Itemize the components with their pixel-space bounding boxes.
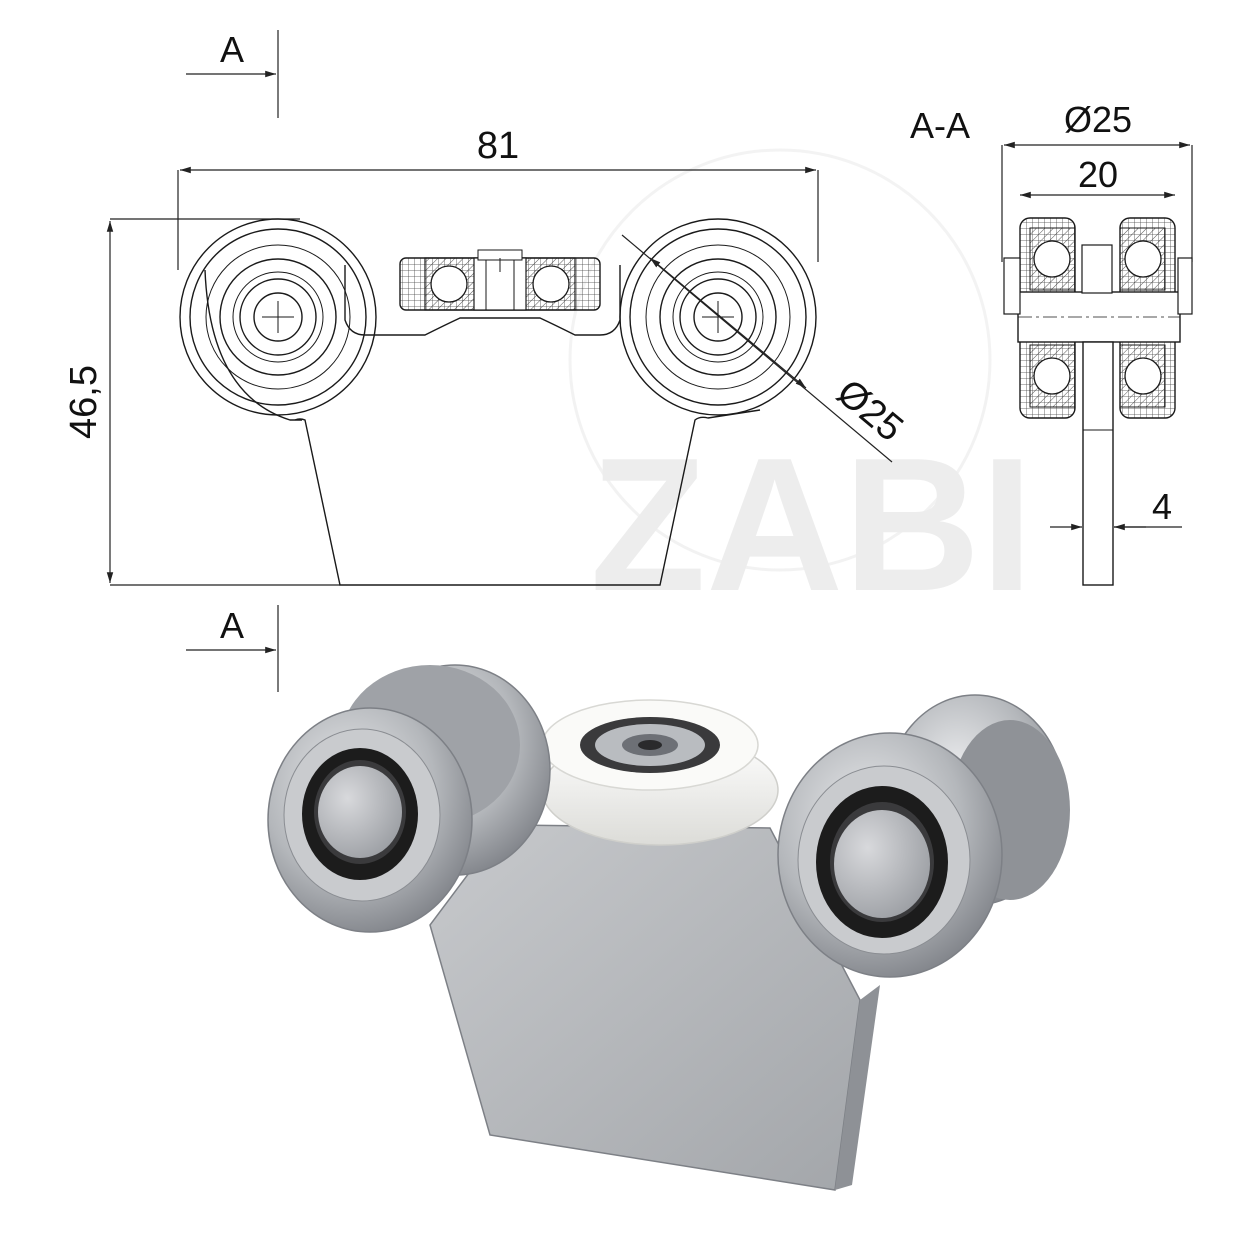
- dimension-height-label: 46,5: [63, 365, 105, 439]
- section-marker-top: A: [186, 29, 279, 118]
- dimension-width: 81: [177, 125, 819, 270]
- left-wheel-front: [179, 218, 377, 416]
- dimension-thickness-label: 4: [1152, 486, 1172, 527]
- dimension-section-diameter-label: Ø25: [1064, 99, 1132, 140]
- right-wheel-render: [777, 694, 1070, 978]
- left-wheel-render: [267, 664, 551, 933]
- dimension-width-label: 81: [477, 125, 519, 167]
- section-marker-bottom: A: [186, 605, 279, 692]
- guide-roller-section: [399, 249, 601, 311]
- watermark-text: ZABI: [590, 419, 1033, 631]
- watermark: ZABI: [568, 148, 1033, 631]
- section-view-label: A-A: [910, 105, 970, 146]
- section-view: A-A Ø25 20 4: [910, 99, 1193, 586]
- nylon-guide-roller: [541, 699, 779, 846]
- front-view: 81 46,5 Ø25 A A: [63, 29, 911, 692]
- product-render: [267, 664, 1070, 1191]
- section-marker-top-label: A: [220, 29, 244, 70]
- dimension-height: 46,5: [63, 218, 340, 586]
- right-wheel-front: [619, 218, 817, 416]
- section-marker-bottom-label: A: [220, 605, 244, 646]
- dimension-section-width-label: 20: [1078, 154, 1118, 195]
